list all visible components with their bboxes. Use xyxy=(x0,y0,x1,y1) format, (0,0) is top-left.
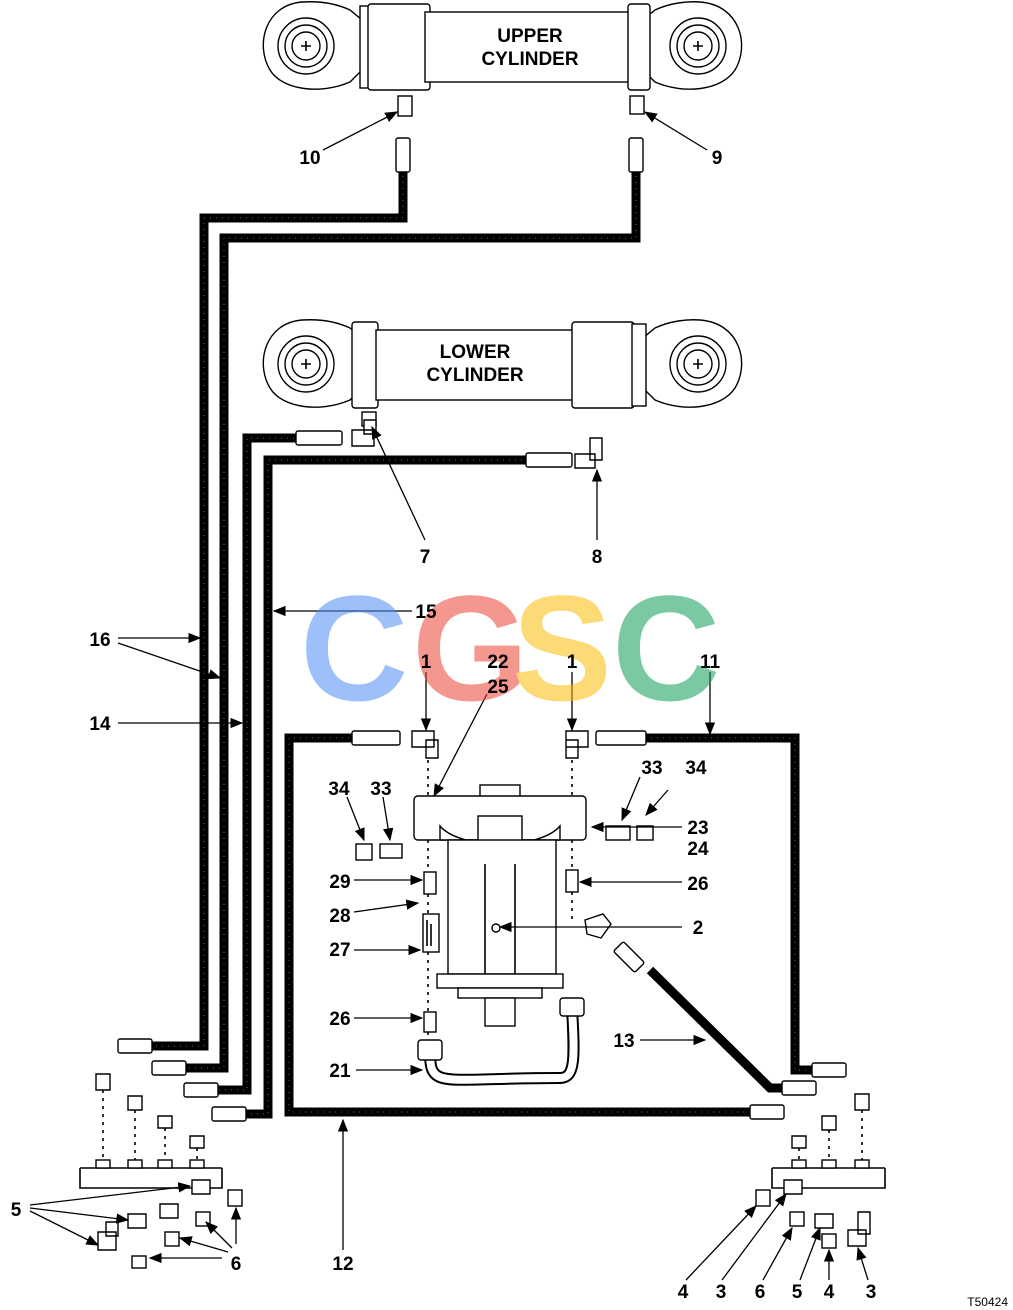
callout-6-left: 6 xyxy=(231,1254,242,1275)
callout-14: 14 xyxy=(89,714,111,735)
callout-6-right: 6 xyxy=(755,1282,766,1303)
callout-5-right: 5 xyxy=(792,1282,803,1303)
callout-13: 13 xyxy=(613,1031,634,1052)
callout-11: 11 xyxy=(700,652,721,673)
upper-cylinder-label-line2: CYLINDER xyxy=(481,49,578,70)
watermark: C G S C xyxy=(300,564,720,732)
watermark-letter-c1: C xyxy=(300,564,408,732)
callout-16: 16 xyxy=(89,630,110,651)
callout-2: 2 xyxy=(693,918,704,939)
hose-15 xyxy=(245,455,528,1119)
callout-7: 7 xyxy=(420,547,431,568)
callout-12: 12 xyxy=(332,1254,353,1275)
hose-13 xyxy=(646,966,785,1093)
callout-34-right: 34 xyxy=(685,758,707,779)
callout-15: 15 xyxy=(415,602,437,623)
callout-3-a: 3 xyxy=(716,1282,727,1303)
callout-22: 22 xyxy=(487,652,508,673)
callout-24: 24 xyxy=(687,839,709,860)
callout-33-right: 33 xyxy=(641,758,662,779)
callouts: 10 9 7 8 15 16 14 1 22 25 1 11 33 34 34 … xyxy=(11,148,1009,1309)
upper-cylinder-label-line1: UPPER xyxy=(497,26,563,47)
callout-8: 8 xyxy=(592,547,603,568)
callout-27: 27 xyxy=(329,940,350,961)
hose-lines xyxy=(150,150,815,1119)
callout-10: 10 xyxy=(299,148,320,169)
lower-cylinder-label-line1: LOWER xyxy=(440,342,511,363)
manifold-right xyxy=(755,1093,886,1249)
callout-29: 29 xyxy=(329,872,350,893)
pump-assembly xyxy=(355,760,654,1086)
watermark-letter-g: G xyxy=(412,564,529,732)
upper-cylinder: UPPER CYLINDER xyxy=(262,1,743,117)
callout-1-right: 1 xyxy=(567,652,578,673)
watermark-letter-c2: C xyxy=(612,564,720,732)
leader-lines xyxy=(29,111,869,1281)
hose-11 xyxy=(645,733,815,1075)
callout-26-right: 26 xyxy=(687,874,708,895)
callout-1-left: 1 xyxy=(421,652,432,673)
figure-code: T50424 xyxy=(967,1295,1008,1309)
hose-end-fittings xyxy=(117,137,847,1122)
callout-21: 21 xyxy=(329,1061,351,1082)
callout-33-left: 33 xyxy=(370,779,391,800)
callout-26-left: 26 xyxy=(329,1009,350,1030)
lower-cylinder: LOWER CYLINDER xyxy=(262,319,743,427)
callout-4-a: 4 xyxy=(678,1282,689,1303)
callout-28: 28 xyxy=(329,906,350,927)
callout-34-left: 34 xyxy=(328,779,350,800)
callout-5-left: 5 xyxy=(11,1200,22,1221)
manifold-left xyxy=(79,1073,243,1269)
callout-4-b: 4 xyxy=(824,1282,835,1303)
callout-9: 9 xyxy=(712,148,723,169)
watermark-letter-s: S xyxy=(512,564,612,732)
lower-cylinder-label-line2: CYLINDER xyxy=(426,365,523,386)
callout-3-b: 3 xyxy=(866,1282,877,1303)
callout-25: 25 xyxy=(487,677,509,698)
callout-23: 23 xyxy=(687,818,708,839)
elbow-fittings xyxy=(351,419,603,759)
